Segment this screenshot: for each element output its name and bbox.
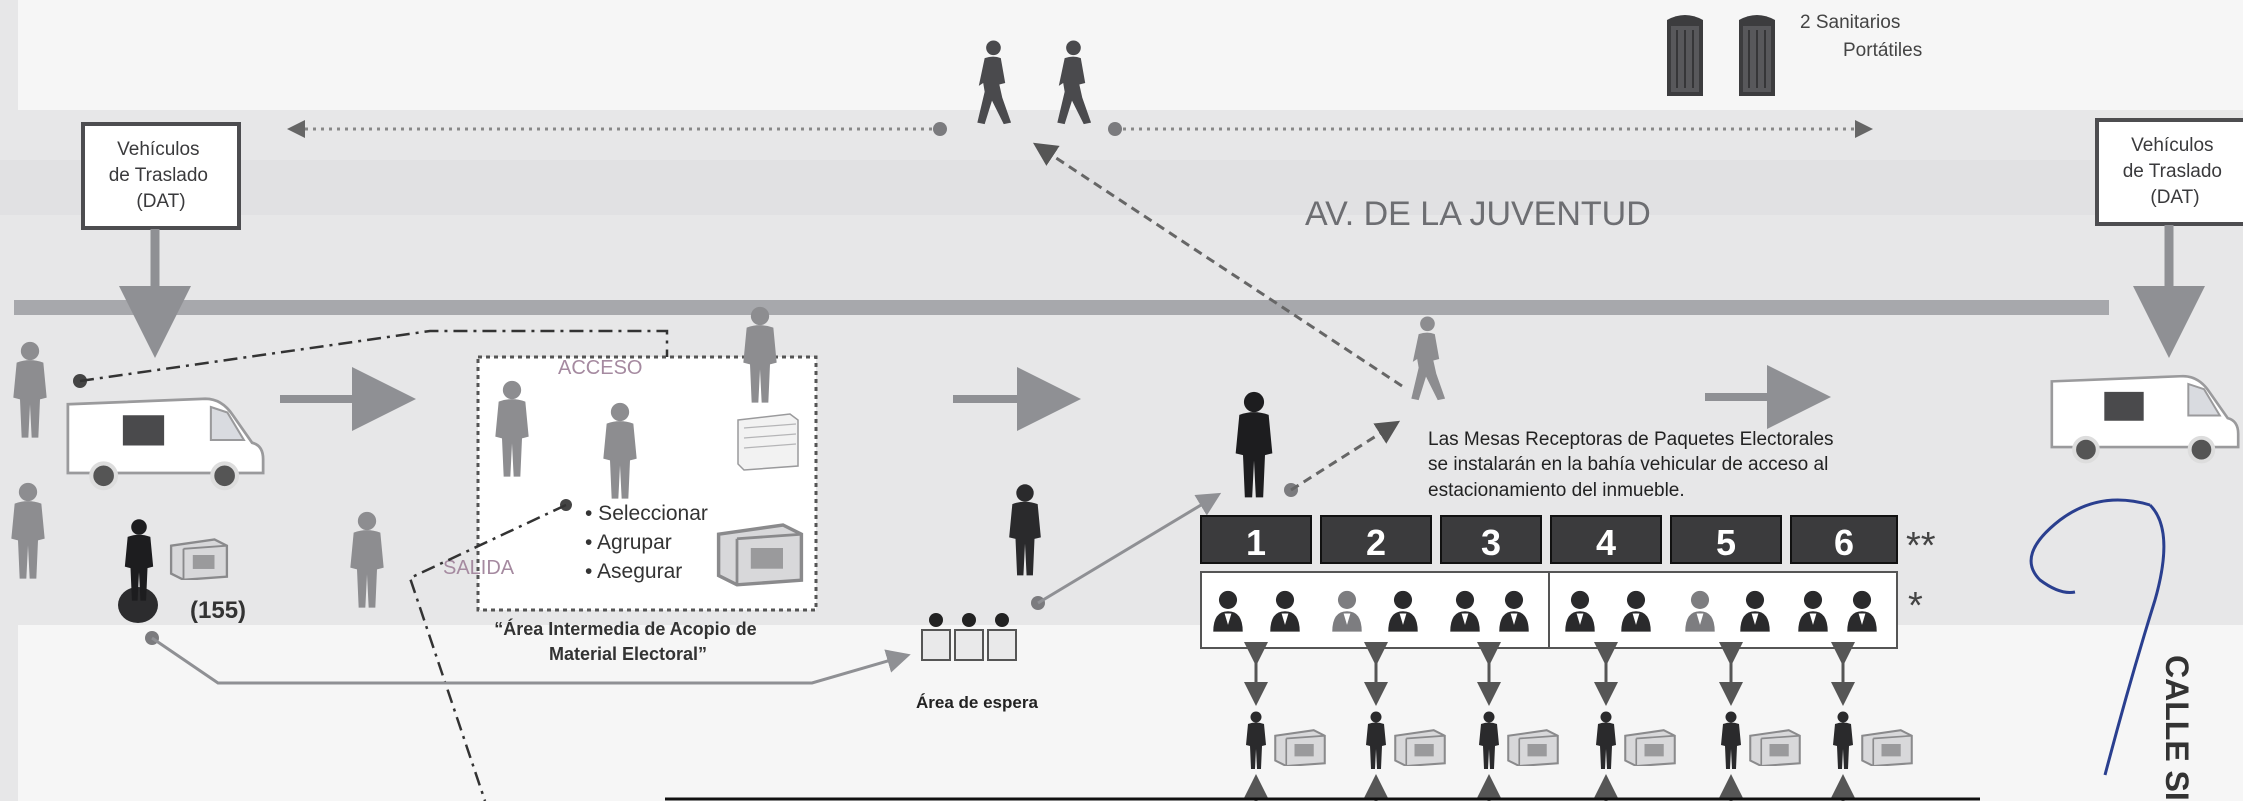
person-icon [1009,484,1041,576]
route-to-mesas [1037,492,1222,605]
van-icon [2049,374,2241,464]
svg-text:2: 2 [1366,522,1386,563]
waiting-area-chairs [921,613,1017,661]
person-icon [1235,391,1273,498]
mesa-2: 2 [1320,515,1432,564]
paper-stack-icon [737,413,799,471]
top-band [18,0,2243,110]
staff-marker: * [1908,585,1923,627]
mesa-4: 4 [1550,515,1662,564]
route-dashed-short [1290,420,1401,492]
mesa-marker: ** [1906,525,1936,567]
mesa-5: 5 [1670,515,1782,564]
route-dashdot-salida [408,503,567,801]
person-icon [11,482,45,579]
person-icon [350,511,384,608]
route-dot [933,122,947,136]
bottom-band [18,625,2243,801]
area-caption: “Área Intermedia de Acopio de Material E… [494,618,761,664]
mesas-note: Las Mesas Receptoras de Paquetes Elector… [1428,429,1839,501]
portable-toilet-icon [1666,14,1704,96]
svg-text:6: 6 [1834,522,1854,563]
side-street-label: CALLE SI [2159,655,2195,801]
acceso-label: ACCESO [558,357,642,379]
vehicle-box-right: Vehículos de Traslado (DAT) [2095,118,2243,226]
vehicle-box-left: Vehículos de Traslado (DAT) [81,122,241,230]
route-to-waiting [151,636,911,685]
svg-text:5: 5 [1716,522,1736,563]
road-line [14,300,2109,315]
espera-label: Área de espera [916,693,1038,712]
road-band [0,160,2243,215]
svg-text:4: 4 [1596,522,1616,563]
svg-text:1: 1 [1246,522,1266,563]
person-icon [13,341,47,438]
svg-text:Vehículos de Traslado: Vehículos de Traslado (DAT) [2123,135,2228,208]
salida-label: SALIDA [443,557,515,579]
sanitarios-label: 2 Sanitarios Portátiles [1800,12,1922,61]
portable-toilet-icon [1738,14,1776,96]
ballot-box-icon [169,538,229,580]
van-icon [68,399,263,488]
mesa-6: 6 [1790,515,1898,564]
route-dashed-long [1032,142,1403,388]
street-title: AV. DE LA JUVENTUD [1305,195,1651,233]
ballot-box-icon [716,523,804,587]
walking-person-icon [1411,316,1446,401]
svg-text:Vehículos de Traslado: Vehículos de Traslado (DAT) [109,139,214,212]
svg-text:3: 3 [1481,522,1501,563]
process-steps: • Seleccionar • Agrupar • Asegurar [585,502,714,583]
route-dot [1108,122,1122,136]
origin-disc [118,587,158,623]
mesa-3: 3 [1440,515,1542,564]
pen-mark [2029,498,2166,776]
mesa-1: 1 [1200,515,1312,564]
count-label: (155) [190,597,246,624]
